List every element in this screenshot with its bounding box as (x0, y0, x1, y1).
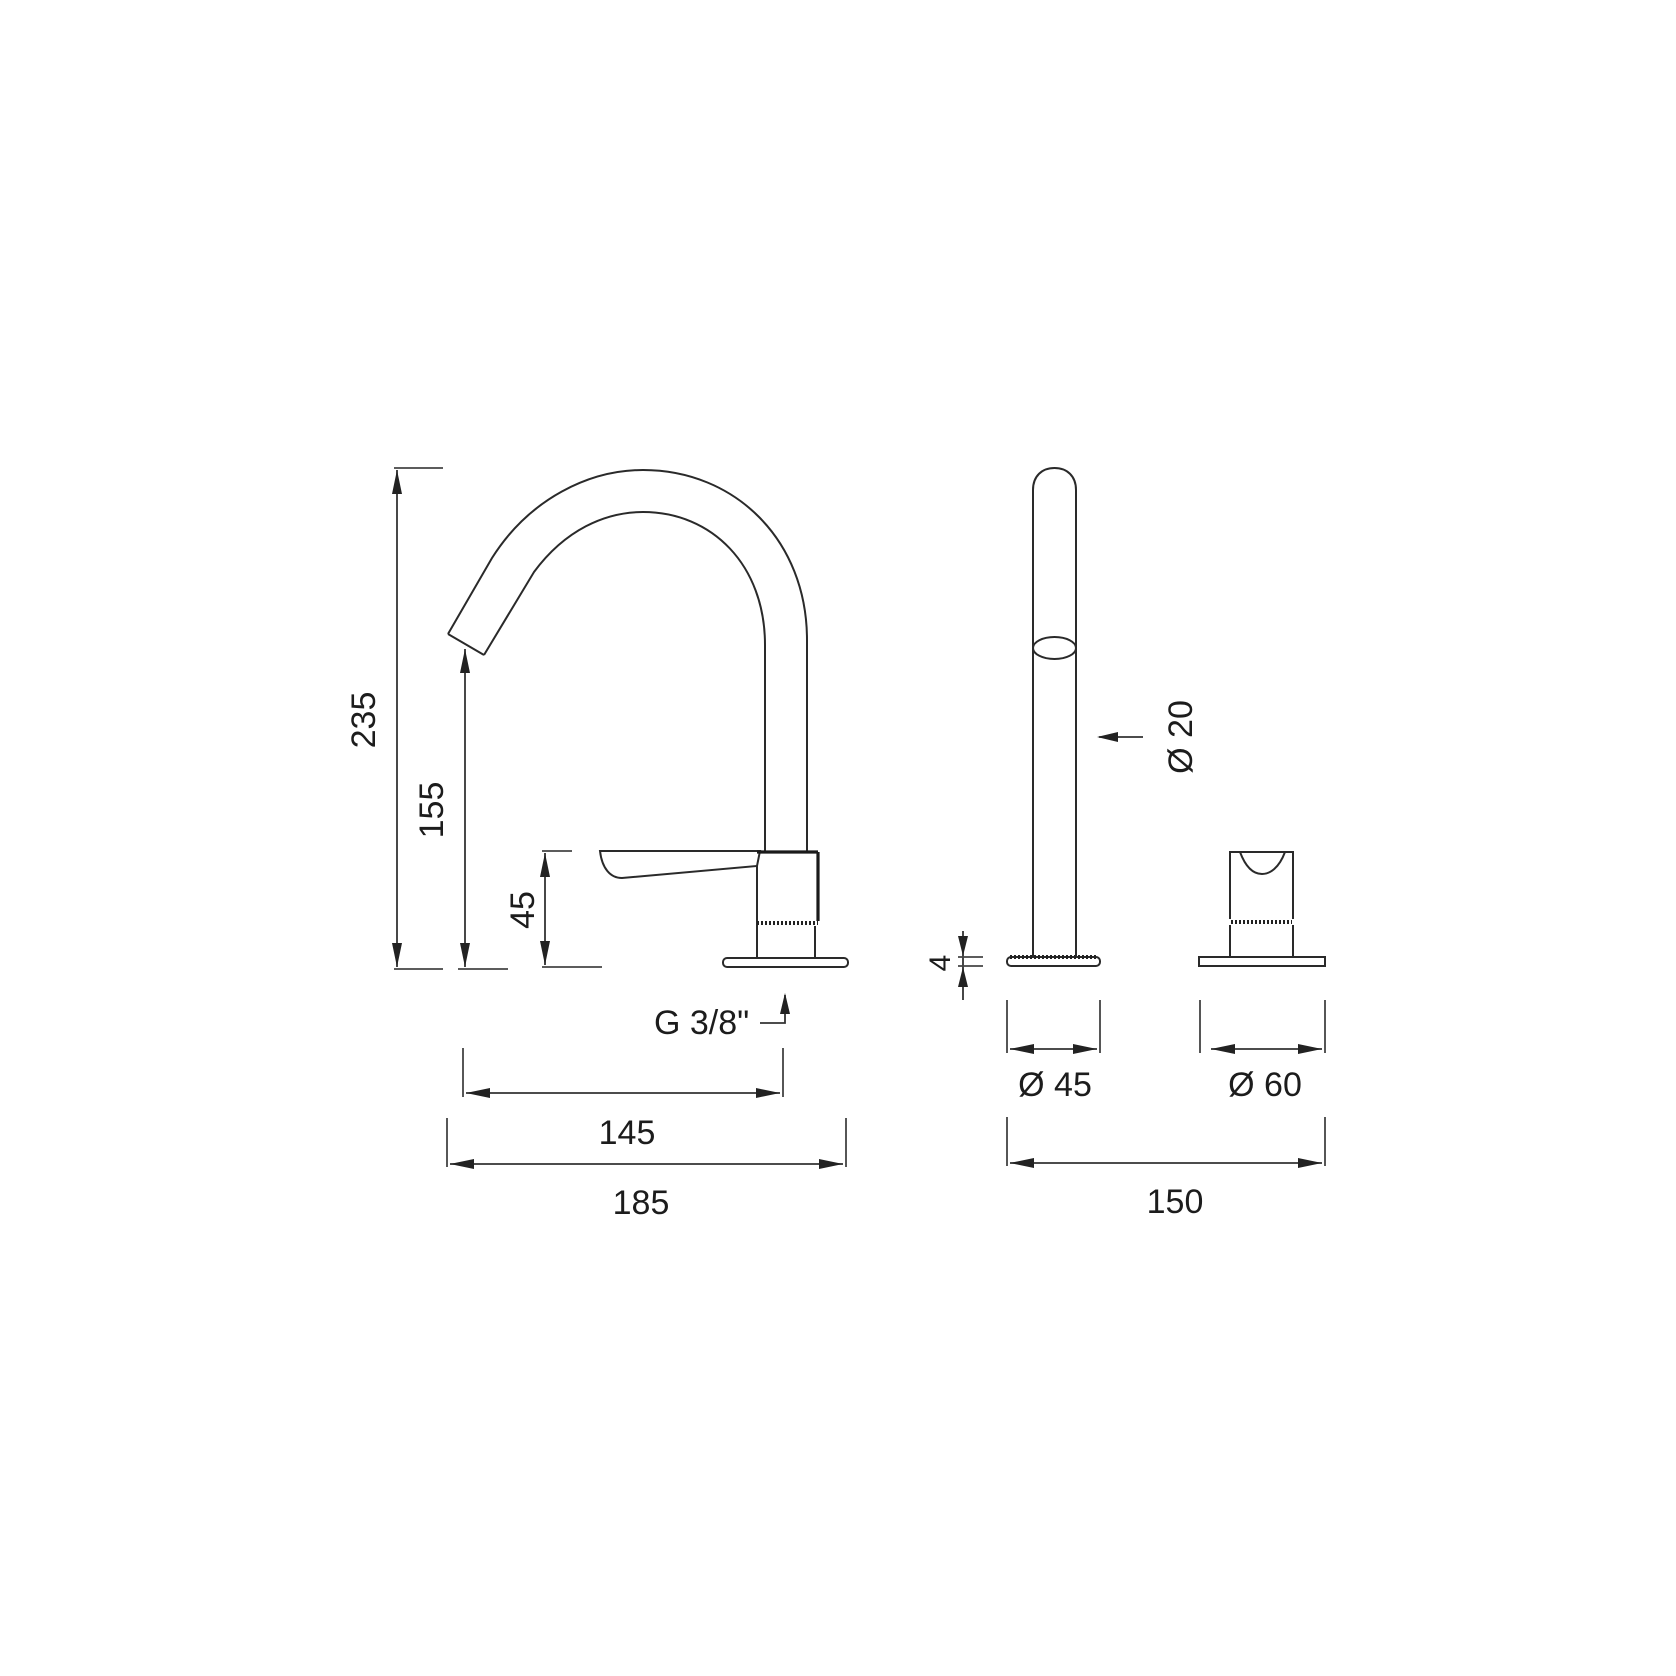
dimension-145: 145 (462, 1048, 784, 1152)
knob-base-plate (1198, 956, 1326, 967)
dimension-235: 235 (345, 467, 443, 970)
knob-cap-recess (1239, 851, 1286, 876)
dim-label-spout-base-diameter: Ø 45 (1018, 1066, 1092, 1104)
connection-thread-label: G 3/8" (654, 1004, 749, 1042)
dimension-185: 185 (446, 1118, 847, 1222)
dimension-diameter-20: Ø 20 (1097, 700, 1200, 774)
dim-label-lever-height: 45 (504, 891, 542, 929)
dimension-45: 45 (504, 850, 602, 968)
dimension-155: 155 (413, 649, 508, 970)
dim-label-total-height: 235 (345, 692, 383, 749)
gooseneck-spout-outer (447, 468, 808, 851)
dimension-diameter-45: Ø 45 (1006, 1000, 1101, 1104)
knob-body (1229, 851, 1294, 919)
gooseneck-spout-inner (483, 510, 766, 851)
dim-label-plate-thickness: 4 (924, 955, 957, 972)
spout-outlet-ring (1032, 636, 1077, 660)
side-view-mixer (447, 468, 849, 968)
dim-label-overall-depth: 185 (613, 1184, 670, 1222)
front-view-knob (1198, 851, 1326, 967)
dim-label-knob-base-diameter: Ø 60 (1228, 1066, 1302, 1104)
dim-label-outlet-height: 155 (413, 782, 451, 839)
vertical-spout-body (1032, 466, 1077, 957)
dimension-thickness-4: 4 (924, 931, 983, 1000)
connection-callout: G 3/8" (654, 993, 790, 1042)
dim-label-spout-diameter: Ø 20 (1162, 700, 1200, 774)
lever-handle (598, 850, 762, 880)
dim-label-spout-reach: 145 (599, 1114, 656, 1152)
dim-label-center-distance: 150 (1147, 1183, 1204, 1221)
side-base-plate (722, 957, 849, 968)
knob-lower-cylinder (1229, 925, 1294, 957)
dimension-150: 150 (1006, 1117, 1326, 1221)
dimension-diameter-60: Ø 60 (1199, 1000, 1326, 1104)
front-view-spout (1006, 466, 1101, 967)
spout-outlet-face (447, 633, 485, 656)
spout-base-plate (1006, 956, 1101, 967)
